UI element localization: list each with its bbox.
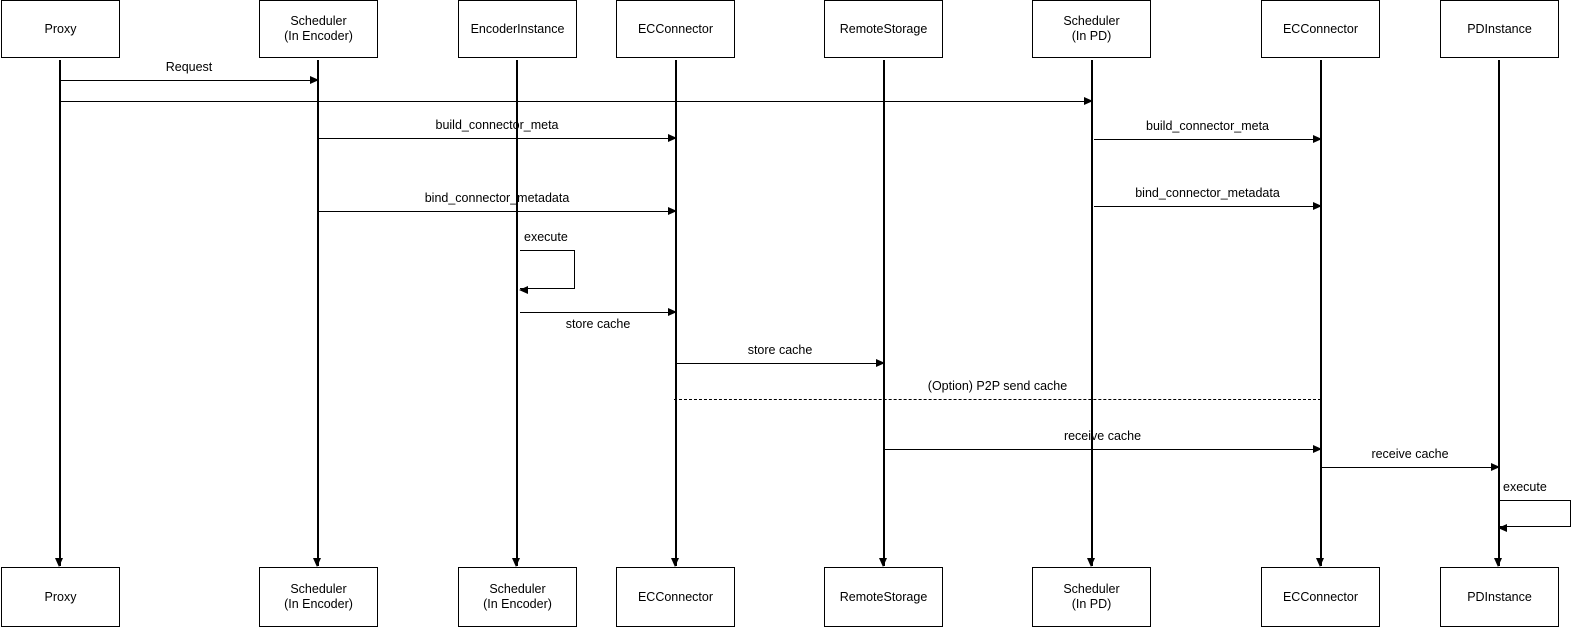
- lifeline-sched_pd: [1091, 60, 1093, 566]
- lifeline-proxy: [59, 60, 61, 566]
- participant-label: EncoderInstance: [470, 21, 565, 36]
- message-line: [676, 363, 884, 364]
- lifeline-end-arrow-ecconn_pd: [1316, 558, 1325, 567]
- self-message-top-line: [520, 250, 575, 251]
- participant-label: Scheduler (In Encoder): [284, 582, 353, 611]
- lifeline-remote: [883, 60, 885, 566]
- lifeline-end-arrow-encoder_inst: [512, 558, 521, 567]
- participant-label: Scheduler (In PD): [1063, 14, 1120, 43]
- self-message-label: execute: [524, 230, 568, 244]
- self-message-bottom-line: [1499, 526, 1571, 527]
- lifeline-ecconn_pd: [1320, 60, 1322, 566]
- participant-box-bottom-sched_enc[interactable]: Scheduler (In Encoder): [259, 567, 378, 627]
- message-line: [60, 80, 318, 81]
- participant-label: ECConnector: [1282, 589, 1359, 604]
- participant-label: Scheduler (In PD): [1063, 582, 1120, 611]
- participant-box-bottom-sched_pd[interactable]: Scheduler (In PD): [1032, 567, 1151, 627]
- message-label: build_connector_meta: [435, 118, 559, 132]
- participant-box-top-ecconn_pd[interactable]: ECConnector: [1261, 0, 1380, 58]
- participant-box-bottom-pd_inst[interactable]: PDInstance: [1440, 567, 1559, 627]
- participant-box-bottom-ecconn_enc[interactable]: ECConnector: [616, 567, 735, 627]
- arrowhead-icon: [1498, 523, 1507, 532]
- lifeline-pd_inst: [1498, 60, 1500, 566]
- message-line: [1094, 139, 1321, 140]
- arrowhead-icon: [1313, 444, 1322, 453]
- arrowhead-icon: [519, 285, 528, 294]
- participant-label: RemoteStorage: [839, 589, 928, 604]
- message-label: store cache: [747, 343, 813, 357]
- participant-label: PDInstance: [1467, 21, 1532, 36]
- self-message-top-line: [1499, 500, 1571, 501]
- arrowhead-icon: [1313, 134, 1322, 143]
- participant-box-top-sched_pd[interactable]: Scheduler (In PD): [1032, 0, 1151, 58]
- message-label: build_connector_meta: [1146, 119, 1269, 133]
- arrowhead-icon: [1313, 201, 1322, 210]
- message-line: [520, 312, 676, 313]
- message-line: [1094, 206, 1321, 207]
- arrowhead-icon: [876, 358, 885, 367]
- participant-label: PDInstance: [1467, 589, 1532, 604]
- lifeline-end-arrow-proxy: [55, 558, 64, 567]
- arrowhead-icon: [1491, 462, 1500, 471]
- message-label: bind_connector_metadata: [1135, 186, 1280, 200]
- message-label: (Option) P2P send cache: [927, 379, 1068, 393]
- lifeline-end-arrow-pd_inst: [1494, 558, 1503, 567]
- self-message-s2[interactable]: execute: [1498, 480, 1571, 532]
- message-line: [884, 449, 1321, 450]
- message-line: [318, 138, 676, 139]
- arrowhead-icon: [310, 75, 319, 84]
- lifeline-sched_enc: [317, 60, 319, 566]
- participant-box-bottom-encoder_inst[interactable]: Scheduler (In Encoder): [458, 567, 577, 627]
- self-message-bottom-line: [520, 288, 575, 289]
- arrowhead-icon: [668, 307, 677, 316]
- participant-box-top-pd_inst[interactable]: PDInstance: [1440, 0, 1559, 58]
- participant-label: Scheduler (In Encoder): [483, 582, 552, 611]
- arrowhead-icon: [668, 206, 677, 215]
- participant-label: ECConnector: [637, 589, 714, 604]
- participant-box-top-sched_enc[interactable]: Scheduler (In Encoder): [259, 0, 378, 58]
- message-label: Request: [165, 60, 213, 74]
- participant-box-top-proxy[interactable]: Proxy: [1, 0, 120, 58]
- participant-box-top-encoder_inst[interactable]: EncoderInstance: [458, 0, 577, 58]
- self-message-right-line: [1570, 500, 1571, 527]
- participant-label: Scheduler (In Encoder): [284, 14, 353, 43]
- message-label: receive cache: [1371, 447, 1449, 461]
- self-message-right-line: [574, 250, 575, 289]
- lifeline-end-arrow-sched_enc: [313, 558, 322, 567]
- lifeline-end-arrow-ecconn_enc: [671, 558, 680, 567]
- participant-label: RemoteStorage: [839, 21, 928, 36]
- participant-label: ECConnector: [637, 21, 714, 36]
- self-message-s1[interactable]: execute: [519, 230, 575, 294]
- message-label: receive cache: [1063, 429, 1142, 443]
- arrowhead-icon: [1084, 96, 1093, 105]
- message-label: store cache: [565, 317, 631, 331]
- message-line: [60, 101, 1092, 102]
- participant-label: Proxy: [44, 589, 77, 604]
- participant-box-top-remote[interactable]: RemoteStorage: [824, 0, 943, 58]
- message-line: [318, 211, 676, 212]
- participant-box-top-ecconn_enc[interactable]: ECConnector: [616, 0, 735, 58]
- participant-label: Proxy: [44, 21, 77, 36]
- message-line: [674, 399, 1321, 400]
- participant-box-bottom-proxy[interactable]: Proxy: [1, 567, 120, 627]
- participant-label: ECConnector: [1282, 21, 1359, 36]
- participant-box-bottom-remote[interactable]: RemoteStorage: [824, 567, 943, 627]
- lifeline-encoder_inst: [516, 60, 518, 566]
- message-line: [1321, 467, 1499, 468]
- message-label: bind_connector_metadata: [424, 191, 570, 205]
- arrowhead-icon: [668, 133, 677, 142]
- participant-box-bottom-ecconn_pd[interactable]: ECConnector: [1261, 567, 1380, 627]
- self-message-label: execute: [1503, 480, 1547, 494]
- lifeline-end-arrow-remote: [879, 558, 888, 567]
- lifeline-end-arrow-sched_pd: [1087, 558, 1096, 567]
